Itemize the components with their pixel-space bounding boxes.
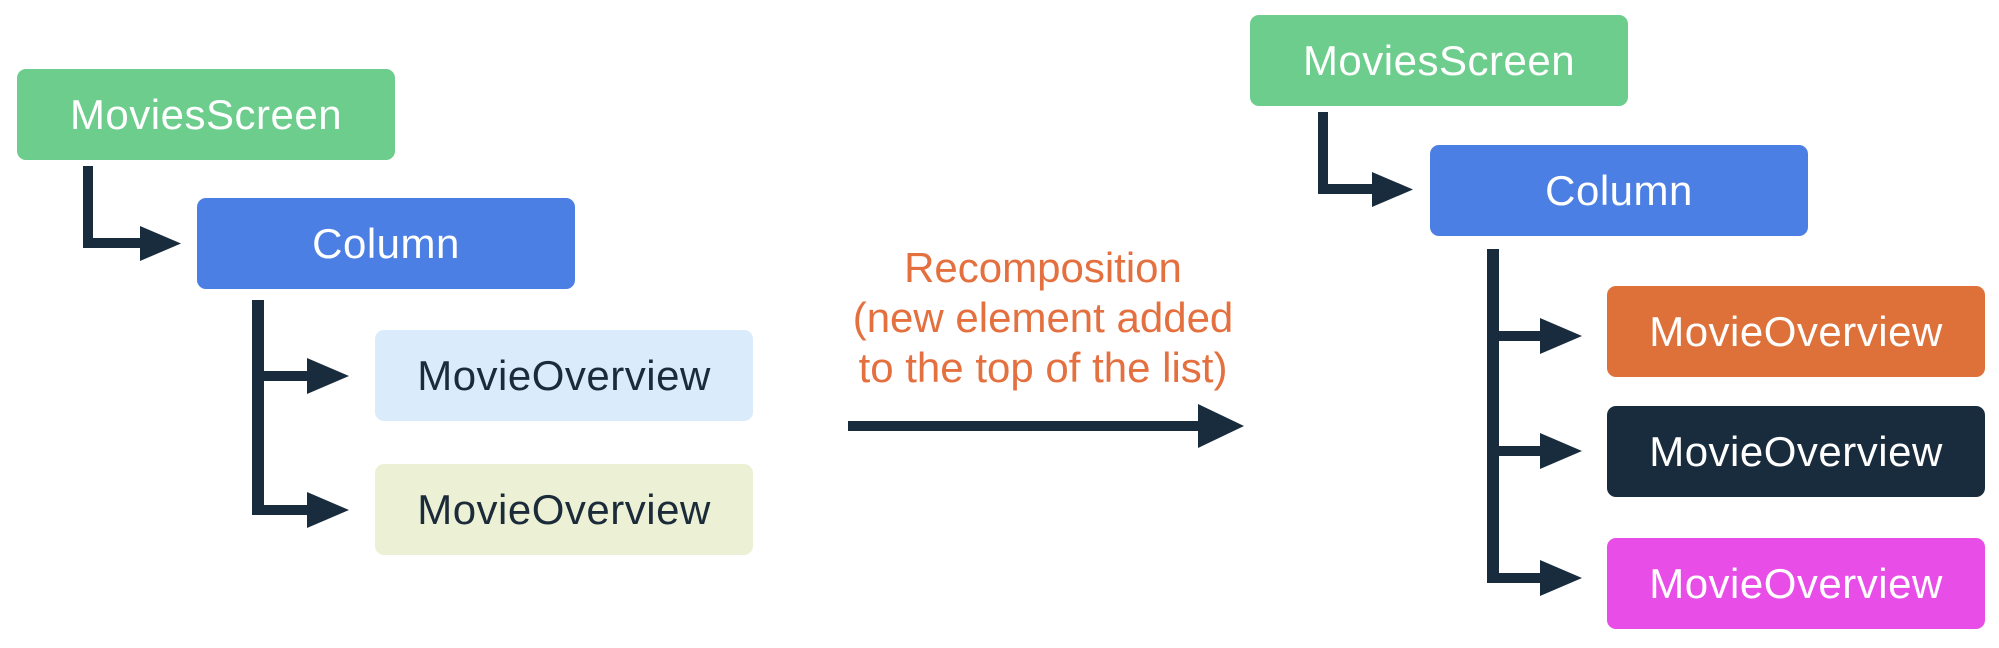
after-moviesscreen-to-column-connector	[1318, 112, 1413, 207]
after-column-node: Column	[1430, 145, 1808, 236]
after-movieoverview-node-2: MovieOverview	[1607, 538, 1985, 629]
before-moviesscreen-to-column-connector	[83, 166, 181, 261]
recomposition-arrow	[848, 404, 1244, 448]
after-movieoverview-node-new: MovieOverview	[1607, 286, 1985, 377]
before-column-to-children-connector	[252, 300, 349, 528]
before-movieoverview-node-2: MovieOverview	[375, 464, 753, 555]
after-column-to-children-connector	[1487, 249, 1582, 596]
before-moviesscreen-node: MoviesScreen	[17, 69, 395, 160]
before-column-node: Column	[197, 198, 575, 289]
after-moviesscreen-node: MoviesScreen	[1250, 15, 1628, 106]
before-movieoverview-node-1: MovieOverview	[375, 330, 753, 421]
recomposition-label: Recomposition (new element added to the …	[852, 244, 1234, 391]
after-movieoverview-node-1: MovieOverview	[1607, 406, 1985, 497]
